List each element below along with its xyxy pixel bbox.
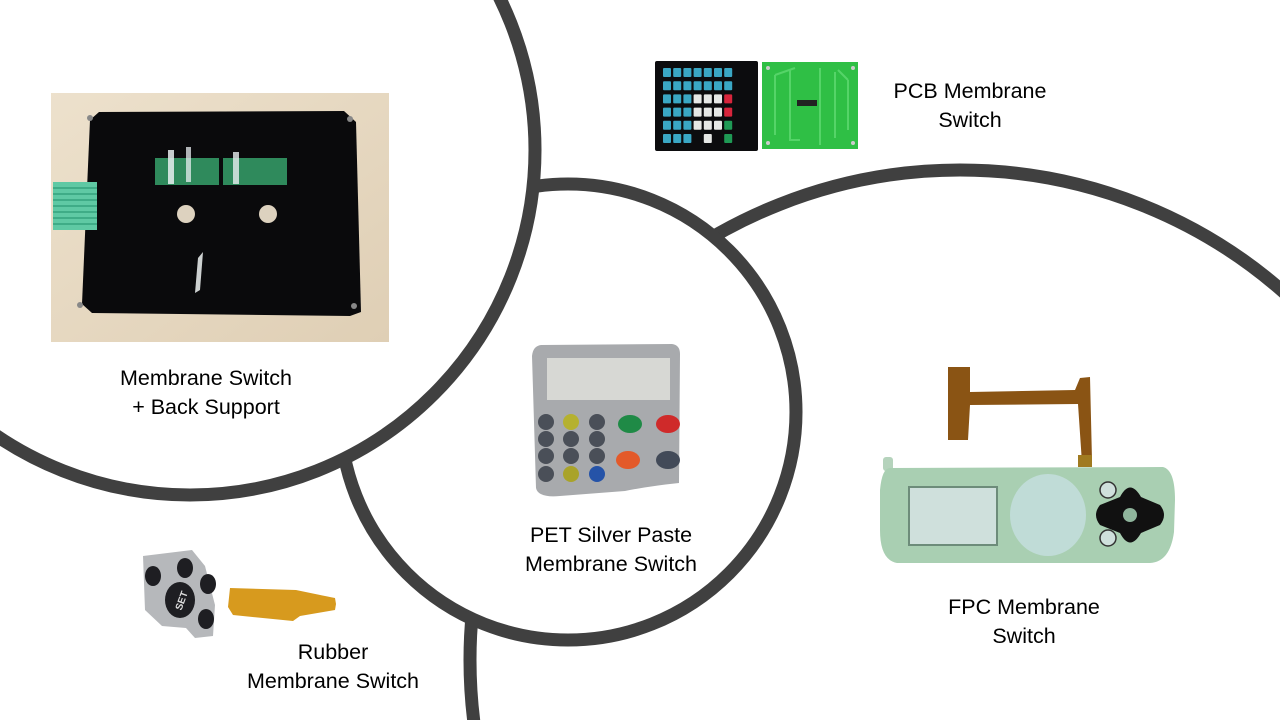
photo-pcb-membrane [655,61,858,151]
label-membrane-back-support: Membrane Switch + Back Support [96,364,316,422]
pcb-key [683,94,692,104]
label-line: Switch [992,624,1056,648]
pcb-key [673,94,682,104]
pcb-key [703,68,712,77]
label-line: + Back Support [132,395,280,419]
label-pcb-membrane: PCB Membrane Switch [870,77,1070,135]
pcb-key [693,94,702,104]
photo-rubber-membrane: SET [143,550,336,638]
pcb-key [724,120,733,130]
pcb-key [693,68,702,77]
photo-fpc-membrane [880,367,1175,563]
pcb-key [663,81,671,91]
pcb-key [663,94,671,104]
label-line: Membrane Switch [246,669,420,693]
pcb-key [683,107,692,117]
pcb-key [673,81,682,91]
pcb-key [714,107,722,117]
pcb-key [703,107,712,117]
label-line: Rubber [297,640,369,664]
pcb-key [724,81,733,91]
pcb-key [724,107,733,117]
pcb-key [714,94,722,104]
label-line: Switch [938,108,1002,132]
label-fpc-membrane: FPC Membrane Switch [924,593,1124,651]
pcb-key [693,107,702,117]
photo-membrane-back-support [51,93,389,342]
pcb-key [703,120,712,130]
pcb-key [724,94,733,104]
pcb-key [724,134,733,143]
pcb-key [673,68,682,77]
pcb-key [683,81,692,91]
photo-pet-keypad [532,344,680,497]
label-pet-silver-paste: PET Silver Paste Membrane Switch [500,521,722,579]
pcb-key [693,81,702,91]
label-line: Membrane Switch [119,366,293,390]
pcb-key [703,94,712,104]
pcb-key [683,68,692,77]
pcb-key [683,134,692,143]
label-line: FPC Membrane [948,595,1100,619]
label-line: Membrane Switch [524,552,698,576]
label-line: PCB Membrane [893,79,1047,103]
pcb-key [673,120,682,130]
pcb-key [724,68,733,77]
pcb-key [703,134,712,143]
pcb-key [663,120,671,130]
label-rubber-membrane: Rubber Membrane Switch [222,638,444,696]
pcb-key [693,120,702,130]
pcb-key [673,134,682,143]
label-line: PET Silver Paste [529,523,693,547]
pcb-key [714,81,722,91]
pcb-key [663,107,671,117]
pcb-key [714,120,722,130]
pcb-key [663,68,671,77]
pcb-key [673,107,682,117]
pcb-key [663,134,671,143]
pcb-key [703,81,712,91]
pcb-key [683,120,692,130]
pcb-key [714,68,722,77]
